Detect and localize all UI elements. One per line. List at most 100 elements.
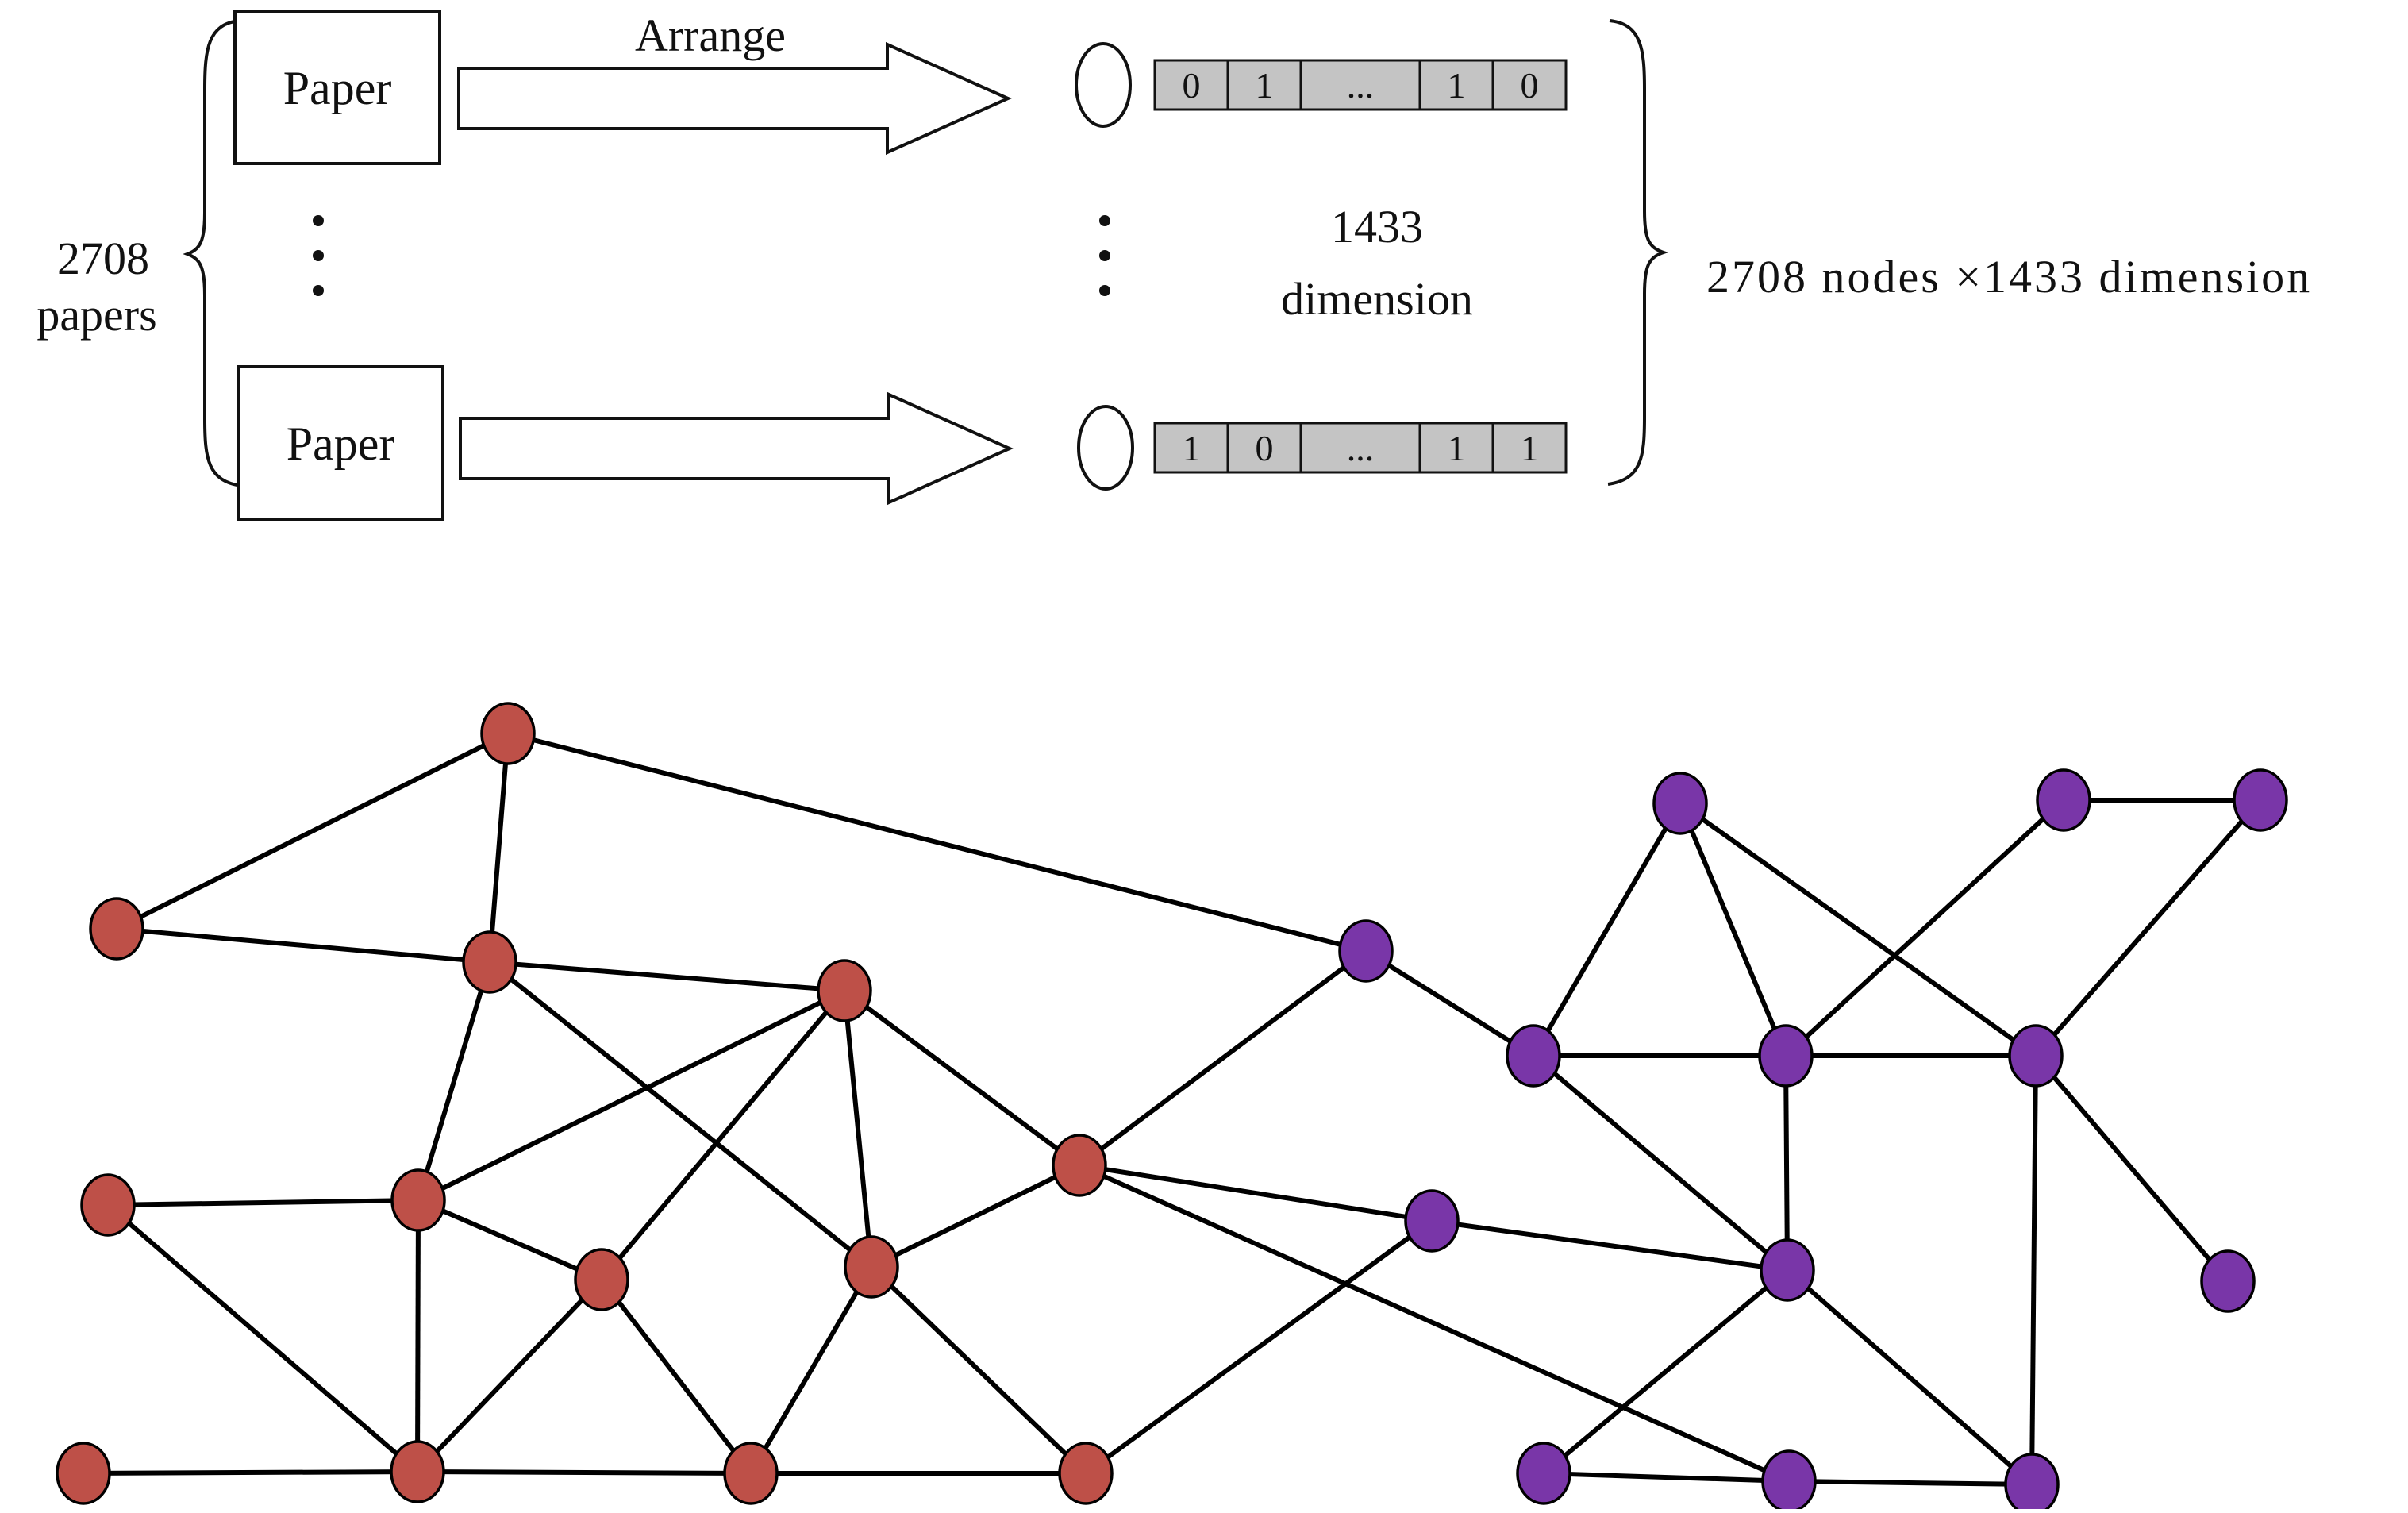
graph-edge-r7-r12 (599, 1278, 753, 1475)
graph-node-r3 (462, 930, 517, 994)
graph-edge-r1-r3 (487, 733, 510, 963)
graph-node-r7 (574, 1248, 629, 1311)
graph-edge-r9-p8 (1079, 1163, 1433, 1223)
paper-box-top (233, 10, 441, 165)
graph-edge-p5-p9 (1532, 1053, 1789, 1272)
graph-edge-r3-r8 (488, 960, 873, 1269)
feature-cell-value: 1 (1256, 65, 1274, 106)
graph-edge-p2-p5 (1531, 802, 1683, 1057)
graph-node-r8 (844, 1235, 899, 1299)
graph-node-p3 (2036, 768, 2091, 832)
graph-edge-r1-r2 (115, 731, 510, 931)
feature-cell-value: 0 (1183, 65, 1201, 106)
graph-edge-r13-p8 (1084, 1218, 1433, 1476)
graph-edge-r3-r4 (489, 960, 845, 993)
graph-node-p5 (1506, 1024, 1561, 1088)
dimension-label-line1: 1433 (1331, 201, 1423, 252)
graph-node-r5 (80, 1173, 136, 1237)
feature-cell-value: 1 (1521, 428, 1539, 468)
left-brace (183, 19, 242, 487)
feature-cell-value: 1 (1448, 428, 1466, 468)
graph-edge-r1-p1 (507, 731, 1367, 953)
graph-edge-p7-p13 (2029, 1055, 2038, 1485)
graph-edge-p4-p7 (2033, 799, 2263, 1057)
feature-cell (1491, 59, 1568, 111)
graph-edge-p12-p13 (1788, 1479, 2033, 1487)
arrange-arrow-bottom (459, 391, 1014, 506)
vertical-dots-left (313, 215, 324, 296)
papers-count-line1: 2708 (57, 233, 149, 284)
feature-cell (1491, 422, 1568, 474)
graph-edges-layer (83, 731, 2263, 1487)
feature-cell-value: 1 (1183, 428, 1201, 468)
paper-box-bottom (237, 365, 444, 521)
graph-edge-r6-r11 (415, 1199, 421, 1473)
graph-edge-r5-r11 (106, 1203, 419, 1474)
feature-cell-value: 1 (1448, 65, 1466, 106)
graph-node-r11 (390, 1440, 445, 1503)
feature-cell-value: ... (1347, 428, 1375, 468)
arrange-arrow-top (457, 41, 1012, 156)
graph-edge-r4-r8 (842, 990, 874, 1268)
dimension-label-line2: dimension (1281, 273, 1473, 325)
graph-node-p9 (1760, 1238, 1815, 1302)
papers-count-line2: papers (37, 289, 156, 341)
paper-box-top-label: Paper (283, 62, 392, 114)
graph-edge-p8-p9 (1431, 1218, 1788, 1272)
graph-edge-p9-p13 (1786, 1268, 2033, 1487)
graph-edge-r4-r9 (843, 988, 1081, 1168)
vertical-dots-middle (1099, 215, 1110, 296)
graph-node-p10 (2200, 1249, 2256, 1313)
feature-vector-bottom: 1 0... 1 1 (1153, 422, 1568, 474)
graph-node-r6 (390, 1168, 446, 1232)
graph-node-p11 (1516, 1442, 1571, 1505)
graph-edge-r9-p12 (1078, 1163, 1791, 1484)
graph-node-r13 (1058, 1442, 1114, 1505)
feature-cell-value: 0 (1256, 428, 1274, 468)
paper-node-circle-top (1075, 42, 1132, 128)
graph-node-r12 (723, 1442, 779, 1505)
graph-edge-p6-p9 (1783, 1055, 1790, 1271)
graph-node-p6 (1758, 1024, 1814, 1088)
feature-cell-value: 0 (1521, 65, 1539, 106)
graph-node-r9 (1052, 1134, 1107, 1197)
graph-edge-r4-r6 (417, 988, 846, 1203)
feature-cell (1153, 59, 1229, 111)
graph-edge-r8-r12 (748, 1265, 874, 1475)
graph-edge-r8-r9 (870, 1163, 1081, 1269)
graph-edge-p3-p6 (1783, 798, 2066, 1058)
graph-edge-r3-r6 (416, 961, 492, 1201)
graph-nodes-layer (56, 702, 2288, 1513)
graph-edge-p1-p5 (1364, 949, 1535, 1058)
graph-edge-p2-p6 (1678, 802, 1788, 1057)
feature-cell (1418, 59, 1494, 111)
graph-edge-p2-p7 (1679, 801, 2037, 1058)
graph-edge-r2-r3 (116, 926, 490, 964)
graph-edge-r8-r13 (869, 1265, 1088, 1476)
arrange-label: Arrange (635, 10, 786, 61)
graph-edge-r7-r11 (415, 1277, 604, 1474)
graph-node-p7 (2008, 1024, 2064, 1088)
graph-edge-r10-r11 (83, 1469, 418, 1476)
graph-node-p4 (2233, 768, 2288, 832)
feature-cell (1299, 422, 1421, 474)
paper-box-bottom-label: Paper (287, 418, 395, 470)
graph-node-p2 (1652, 772, 1708, 835)
graph-node-p8 (1404, 1189, 1460, 1253)
result-label: 2708 nodes ×1433 dimension (1706, 251, 2312, 302)
graph-edge-r9-p1 (1078, 949, 1367, 1168)
graph-edge-r11-r12 (417, 1469, 752, 1476)
graph-node-p13 (2004, 1453, 2060, 1513)
graph-edge-r5-r6 (107, 1198, 419, 1207)
graph-edge-p11-p12 (1543, 1471, 1790, 1484)
right-brace (1607, 19, 1669, 486)
graph-edge-r6-r7 (417, 1198, 603, 1282)
graph-edge-r4-r7 (599, 989, 847, 1281)
feature-cell (1299, 59, 1421, 111)
graph-node-r10 (56, 1442, 111, 1505)
paper-node-circle-bottom (1077, 405, 1134, 491)
graph-edge-p7-p10 (2033, 1054, 2230, 1283)
